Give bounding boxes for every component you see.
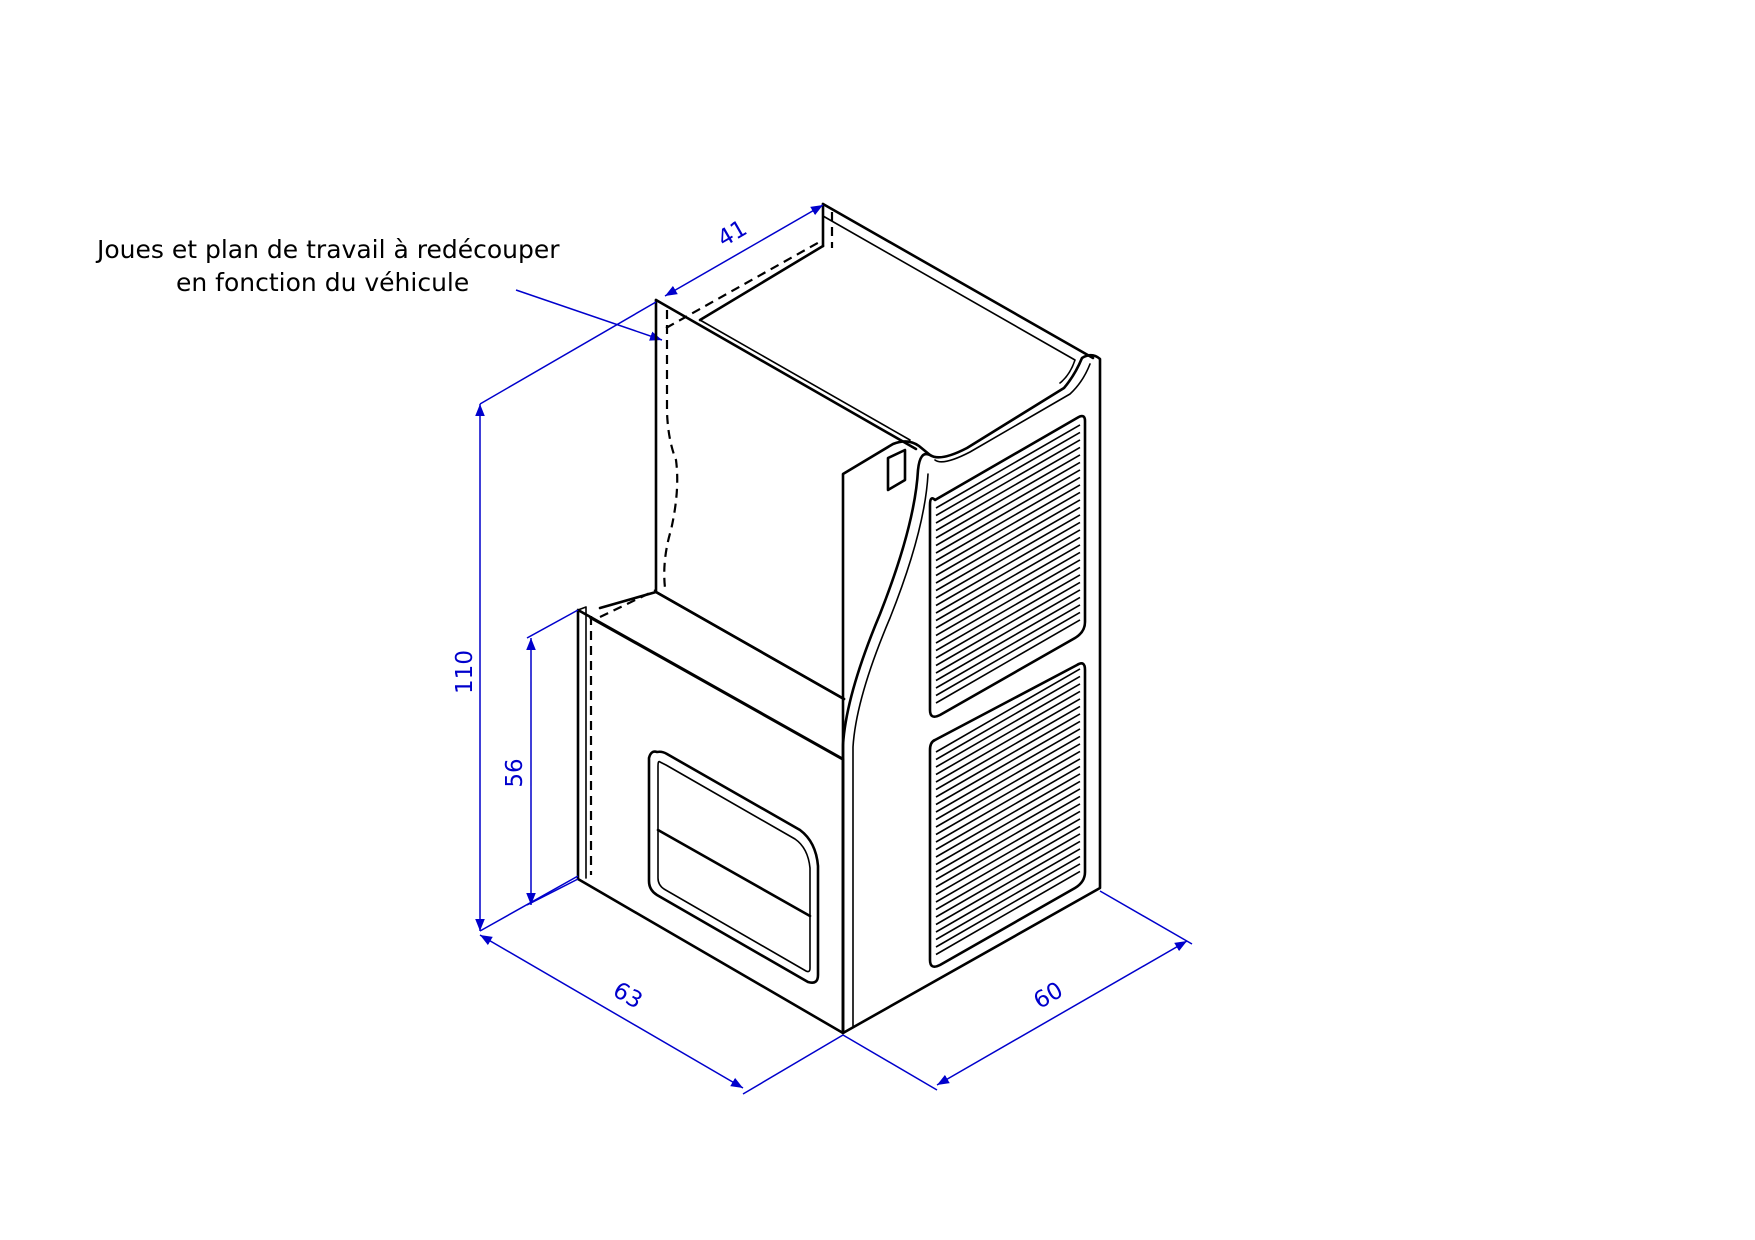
grille-groove-line (935, 795, 1081, 881)
grille-groove-line (935, 728, 1081, 813)
grille-groove-line (935, 544, 1081, 629)
grille-groove-line (935, 521, 1081, 607)
annotation-line-2: en fonction du véhicule (176, 268, 469, 297)
front-window-inner (657, 760, 811, 973)
grille-groove-line (935, 596, 1081, 682)
worktop-surface-back (654, 590, 846, 701)
upper-left-panel-top (654, 298, 918, 451)
grille-groove-line (935, 780, 1081, 866)
grille-groove-line (935, 818, 1081, 903)
grille-groove-line (935, 855, 1081, 941)
grille-groove-line (935, 506, 1081, 592)
grille-groove-line (935, 446, 1081, 532)
grille-groove-line (935, 743, 1081, 828)
rear-top-edge-inner (822, 215, 1076, 384)
dimension-width: 63 (479, 934, 844, 1095)
grille-lower (928, 662, 1087, 968)
lower-front-panel (576, 608, 845, 1035)
right-side-panel-top-inner (934, 363, 1091, 463)
grille-groove-line (935, 765, 1081, 851)
grille-groove-line (935, 439, 1081, 524)
grille-upper (928, 414, 1087, 718)
grille-groove-line (935, 833, 1081, 918)
grille-groove-line (935, 566, 1081, 652)
grille-groove-line (935, 536, 1081, 622)
grille-groove-line (935, 773, 1081, 858)
grille-groove-line (935, 683, 1081, 768)
front-window-divider (656, 828, 812, 918)
grille-groove-line (935, 690, 1081, 776)
upper-left-panel (654, 298, 846, 701)
grille-groove-line (935, 698, 1081, 783)
dim-label-63: 63 (608, 977, 646, 1014)
front-window-outer (647, 750, 820, 984)
grille-groove-line (935, 551, 1081, 637)
grille-groove-line (935, 788, 1081, 873)
grille-groove-line (935, 611, 1081, 697)
grille-upper-grooves (935, 424, 1081, 704)
grille-groove-line (935, 581, 1081, 667)
grille-groove-line (935, 803, 1081, 888)
right-side-panel-front-edge-inner (852, 473, 929, 1027)
grille-groove-line (935, 713, 1081, 798)
grille-groove-line (935, 469, 1081, 554)
grille-groove-line (935, 735, 1081, 821)
dim-label-110: 110 (452, 650, 478, 694)
upper-left-panel-back (698, 244, 825, 322)
grille-groove-line (935, 619, 1081, 704)
grille-groove-line (935, 454, 1081, 539)
dimension-height-total: 110 (452, 301, 657, 932)
grille-groove-line (935, 848, 1081, 933)
grille-groove-line (935, 705, 1081, 791)
grille-groove-line (935, 750, 1081, 836)
grille-groove-line (935, 529, 1081, 614)
annotation-leader (515, 289, 663, 341)
grille-groove-line (935, 758, 1081, 843)
dim-label-60: 60 (1029, 977, 1067, 1014)
grille-groove-line (935, 825, 1081, 911)
grille-groove-line (935, 870, 1081, 956)
dim-label-56: 56 (502, 758, 528, 787)
dim-label-41: 41 (713, 215, 751, 252)
grille-groove-line (935, 476, 1081, 562)
furniture-body (576, 202, 1102, 1035)
dimension-height-lower: 56 (502, 609, 579, 906)
right-side-panel-front-edge (841, 452, 932, 1035)
grille-groove-line (935, 840, 1081, 926)
rear-top-edge (821, 202, 1095, 360)
grille-groove-line (935, 484, 1081, 569)
grille-groove-line (935, 574, 1081, 659)
grille-groove-line (935, 491, 1081, 577)
lower-front-panel-top-inner (589, 617, 844, 761)
grille-groove-line (935, 589, 1081, 674)
grille-groove-line (935, 424, 1081, 509)
annotation: Joues et plan de travail à redécouper en… (95, 235, 663, 341)
grille-groove-line (935, 668, 1081, 753)
lower-block-top-dash (599, 589, 657, 618)
dimension-top-depth: 41 (664, 204, 824, 297)
annotation-line-1: Joues et plan de travail à redécouper (95, 235, 560, 264)
brand-logo-mark (886, 448, 907, 492)
grille-groove-line (935, 863, 1081, 948)
grille-groove-line (935, 461, 1081, 547)
upper-left-panel-top-inner (699, 319, 911, 441)
grille-lower-grooves (935, 668, 1081, 956)
upper-left-panel-rear-dash (665, 239, 824, 329)
lower-front-panel-left-edge (577, 606, 587, 879)
grille-groove-line (935, 720, 1081, 806)
grille-groove-line (935, 499, 1081, 584)
grille-groove-line (935, 431, 1081, 517)
grille-groove-line (935, 810, 1081, 896)
grille-groove-line (935, 559, 1081, 644)
grille-groove-line (935, 675, 1081, 761)
grille-groove-line (935, 514, 1081, 599)
upper-left-panel-side-dash (663, 310, 679, 589)
grille-groove-line (935, 604, 1081, 689)
